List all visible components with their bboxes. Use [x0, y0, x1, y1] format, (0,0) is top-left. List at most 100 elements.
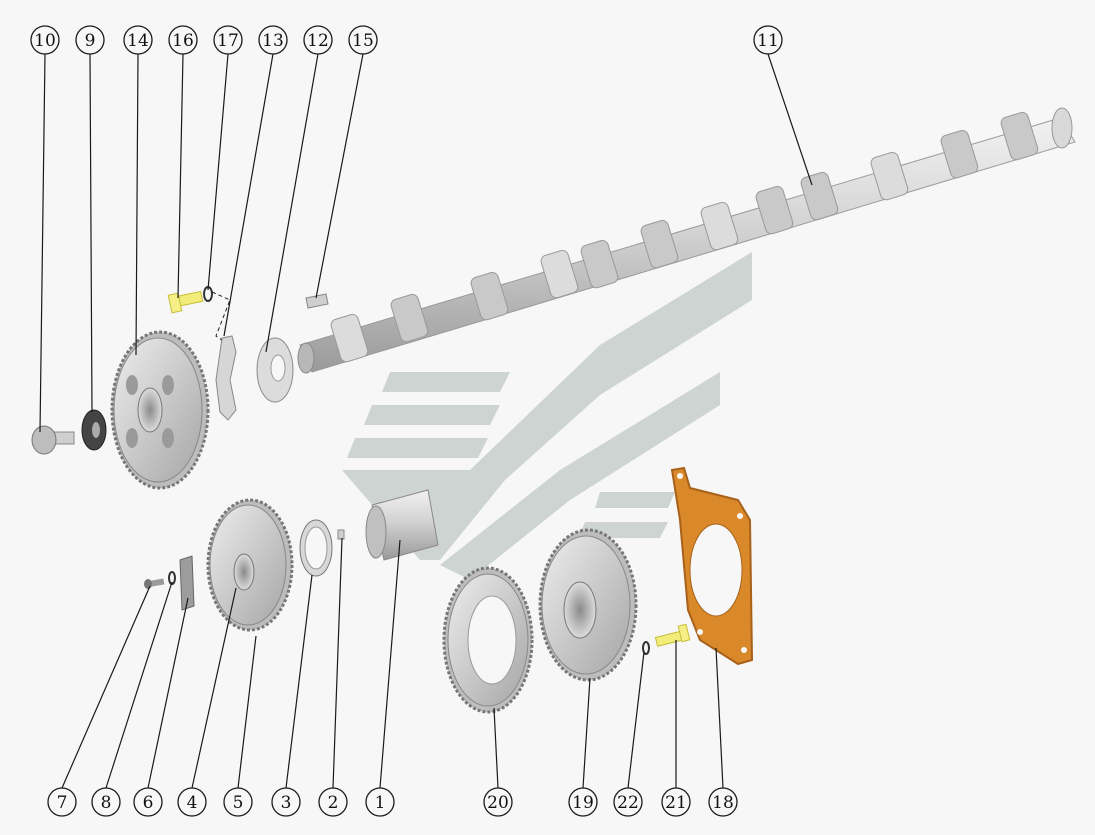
dark-washer	[81, 409, 107, 451]
callout-number: 7	[57, 793, 68, 813]
callout-12: 12	[303, 25, 333, 55]
leader-line	[147, 597, 189, 789]
callout-circle	[568, 787, 598, 817]
callout-11: 11	[753, 25, 783, 55]
cam-lobe	[755, 185, 794, 235]
callout-number: 5	[233, 793, 244, 813]
cam-lobe	[580, 239, 619, 289]
callout-number: 8	[101, 793, 112, 813]
callout-13: 13	[258, 25, 288, 55]
callout-number: 9	[85, 31, 96, 51]
callout-number: 6	[143, 793, 154, 813]
callout-6: 6	[133, 787, 163, 817]
callout-number: 18	[712, 793, 734, 813]
callout-circle	[708, 787, 738, 817]
callout-number: 19	[572, 793, 594, 813]
thrust-washer	[256, 337, 294, 403]
lock-washer-lower	[642, 641, 650, 655]
cam-lobe	[330, 313, 369, 363]
callout-circle	[661, 787, 691, 817]
callout-21: 21	[661, 787, 691, 817]
leader-line	[135, 53, 139, 356]
callout-number: 1	[375, 793, 386, 813]
leader-line	[207, 53, 229, 291]
cam-lobe	[800, 171, 839, 221]
callout-circle	[213, 25, 243, 55]
cam-lobe	[640, 219, 679, 269]
callout-circle	[303, 25, 333, 55]
callout-4: 4	[177, 787, 207, 817]
callout-circle	[30, 25, 60, 55]
callout-number: 21	[665, 793, 687, 813]
cam-lobe	[390, 293, 429, 343]
cam-lobe	[470, 271, 509, 321]
ring-gear	[442, 566, 534, 714]
dashed-assembly-line	[211, 291, 231, 341]
callout-number: 17	[217, 31, 239, 51]
callout-circle	[258, 25, 288, 55]
retaining-plate	[179, 555, 195, 611]
callout-number: 10	[34, 31, 56, 51]
dowel-pin	[337, 529, 345, 540]
callout-number: 4	[187, 793, 198, 813]
callout-20: 20	[483, 787, 513, 817]
leader-line	[315, 53, 364, 299]
callout-17: 17	[213, 25, 243, 55]
leader-line	[767, 53, 813, 186]
small-bolt	[144, 578, 165, 589]
callout-circle	[318, 787, 348, 817]
leader-line	[89, 53, 93, 413]
leader-line	[223, 53, 274, 337]
leader-line	[105, 581, 173, 789]
pump-drive-gear	[538, 528, 638, 682]
cam-lobe	[540, 249, 579, 299]
callout-number: 12	[307, 31, 329, 51]
callout-number: 2	[328, 793, 339, 813]
callout-circle	[348, 25, 378, 55]
cam-lobe	[700, 201, 739, 251]
callout-number: 20	[487, 793, 509, 813]
small-washer	[168, 571, 176, 585]
cam-lobe	[870, 151, 909, 201]
idler-gear	[206, 498, 294, 632]
callout-circle	[177, 787, 207, 817]
callout-16: 16	[168, 25, 198, 55]
callout-8: 8	[91, 787, 121, 817]
callout-circle	[271, 787, 301, 817]
camshaft-gear	[110, 330, 210, 490]
leader-line	[332, 537, 343, 789]
callout-circle	[365, 787, 395, 817]
callout-number: 22	[617, 793, 639, 813]
callout-19: 19	[568, 787, 598, 817]
callout-circle	[47, 787, 77, 817]
leader-line	[39, 53, 46, 433]
idler-thrust-washer	[299, 519, 333, 577]
callout-number: 14	[127, 31, 149, 51]
callout-22: 22	[613, 787, 643, 817]
leader-line	[493, 707, 499, 789]
leader-line	[582, 677, 591, 789]
callout-number: 15	[352, 31, 374, 51]
callout-1: 1	[365, 787, 395, 817]
cam-lobe	[1000, 111, 1039, 161]
yellow-bolt-upper	[167, 290, 204, 314]
callout-circle	[168, 25, 198, 55]
yellow-bolt-lower	[654, 623, 691, 647]
callout-circle	[613, 787, 643, 817]
cam-lobe	[940, 129, 979, 179]
callout-10: 10	[30, 25, 60, 55]
leader-line	[627, 651, 645, 789]
callout-circle	[123, 25, 153, 55]
leader-line	[285, 574, 313, 789]
leader-line	[177, 53, 184, 299]
callout-2: 2	[318, 787, 348, 817]
watermark-logo	[342, 252, 752, 580]
callout-circle	[753, 25, 783, 55]
camshaft	[297, 107, 1076, 374]
woodruff-key	[305, 293, 329, 309]
leader-lines	[39, 53, 813, 789]
leader-line	[237, 635, 257, 789]
thrust-plate	[215, 335, 237, 421]
